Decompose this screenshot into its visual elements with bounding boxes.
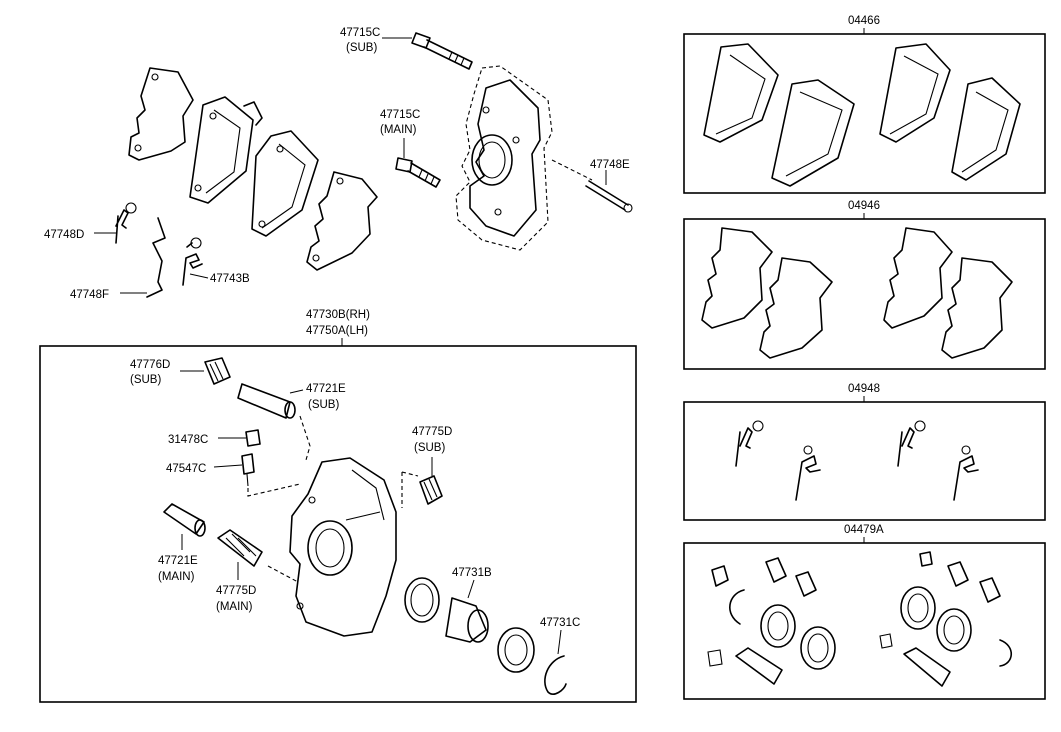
caliper-mount [469, 79, 541, 237]
bleeder-plug-47547c [241, 453, 255, 475]
anti-squeal-shim-inner [306, 171, 378, 271]
label-47721e-main: 47721E [158, 555, 198, 567]
label-47731b: 47731B [452, 567, 492, 579]
pad-clip-47748d [115, 209, 129, 244]
label-47748e: 47748E [590, 159, 630, 171]
label-47776d: 47776D [130, 359, 170, 371]
pin-47748e [585, 180, 629, 211]
label-47775d-main-qualifier: (MAIN) [216, 601, 253, 613]
caliper-body [289, 457, 397, 637]
label-caliper-lh: 47750A(LH) [306, 325, 368, 337]
boot-47775d-sub [419, 475, 443, 505]
label-47775d-sub-qualifier: (SUB) [414, 442, 445, 454]
piston-boot-47731c [497, 627, 535, 673]
pad-shim-group [115, 67, 378, 298]
label-47748d: 47748D [44, 229, 84, 241]
pin-47721e-main [163, 503, 205, 535]
label-47715c-main-qualifier: (MAIN) [380, 124, 417, 136]
leader-lines [94, 28, 865, 655]
pad-clip-47743b [182, 253, 203, 286]
caliper-assembly-parts [163, 357, 567, 695]
anti-squeal-shim-outer [128, 67, 194, 161]
boot-47776d [204, 357, 231, 385]
label-caliper-rh: 47730B(RH) [306, 309, 370, 321]
brake-pad-1 [189, 96, 254, 204]
bleeder-cap-31478c [245, 429, 261, 447]
label-31478c: 31478C [168, 434, 208, 446]
label-kit-04946: 04946 [848, 200, 880, 212]
label-47776d-qualifier: (SUB) [130, 374, 161, 386]
label-47743b: 47743B [210, 273, 250, 285]
label-47731c: 47731C [540, 617, 580, 629]
label-kit-04479a: 04479A [844, 524, 884, 536]
kit-box-04946 [683, 218, 1046, 370]
label-47721e-main-qualifier: (MAIN) [158, 571, 195, 583]
kit-04466-pads [703, 43, 1021, 187]
boot-47775d-main [217, 529, 263, 567]
kit-box-04479a [683, 542, 1046, 700]
piston-seal-47731b [404, 577, 440, 623]
kit-box-04948 [683, 401, 1046, 521]
caliper-top-group [395, 32, 633, 251]
kit-04948-clips [735, 420, 979, 501]
kit-04479a-seals [707, 551, 1013, 687]
label-47775d-sub: 47775D [412, 426, 452, 438]
pad-spring-47748f [146, 217, 166, 298]
label-kit-04948: 04948 [848, 383, 880, 395]
label-47715c-sub: 47715C [340, 27, 380, 39]
caliper-piston [445, 597, 487, 643]
label-47715c-main: 47715C [380, 109, 420, 121]
label-47721e-sub: 47721E [306, 383, 346, 395]
pin-47721e-sub [237, 383, 291, 419]
label-47775d-main: 47775D [216, 585, 256, 597]
part-labels: 47715C (SUB) 47715C (MAIN) 47748E 47748D… [44, 15, 884, 629]
brake-pad-2 [251, 130, 319, 237]
bolt-47715c-main [395, 157, 413, 173]
label-47715c-sub-qualifier: (SUB) [346, 42, 377, 54]
label-47748f: 47748F [70, 289, 109, 301]
caliper-assembly-box [39, 345, 637, 703]
label-47547c: 47547C [166, 463, 206, 475]
label-kit-04466: 04466 [848, 15, 880, 27]
kit-04946-shims [701, 227, 1013, 359]
caliper-mount-outline [455, 65, 553, 251]
set-ring [544, 655, 567, 695]
label-47721e-sub-qualifier: (SUB) [308, 399, 339, 411]
